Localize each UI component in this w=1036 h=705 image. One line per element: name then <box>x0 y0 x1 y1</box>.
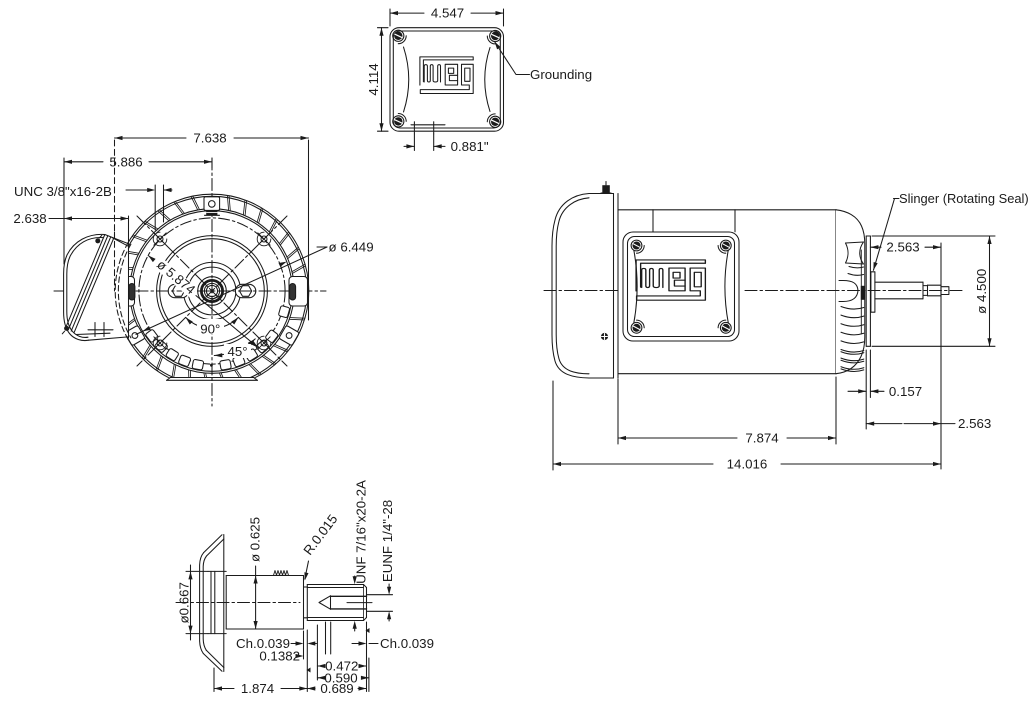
svg-text:0.157: 0.157 <box>889 384 922 399</box>
svg-text:UNF 7/16"x20-2A: UNF 7/16"x20-2A <box>354 480 369 584</box>
svg-text:ø 6.449: ø 6.449 <box>329 240 374 255</box>
svg-text:0.1382: 0.1382 <box>259 649 300 664</box>
svg-text:Ch.0.039: Ch.0.039 <box>380 636 434 651</box>
svg-text:45°: 45° <box>227 344 247 359</box>
svg-text:0.472: 0.472 <box>325 659 358 674</box>
svg-text:2.563: 2.563 <box>958 416 991 431</box>
svg-text:2.563: 2.563 <box>886 240 919 255</box>
svg-text:ø0.667: ø0.667 <box>176 582 191 623</box>
svg-text:0.590: 0.590 <box>324 670 357 685</box>
svg-text:Slinger (Rotating Seal): Slinger (Rotating Seal) <box>899 191 1029 206</box>
svg-text:UNC 3/8"x16-2B: UNC 3/8"x16-2B <box>14 184 112 199</box>
svg-text:4.547: 4.547 <box>431 6 464 21</box>
svg-text:0.881": 0.881" <box>451 139 489 154</box>
svg-text:1.874: 1.874 <box>241 681 274 696</box>
svg-text:ø 0.625: ø 0.625 <box>247 517 262 562</box>
svg-text:Ch.0.039: Ch.0.039 <box>236 636 290 651</box>
svg-text:0.689: 0.689 <box>320 681 353 696</box>
svg-text:4.114: 4.114 <box>366 63 381 95</box>
svg-text:ø 4.500: ø 4.500 <box>974 269 989 314</box>
svg-text:5.886: 5.886 <box>109 154 142 169</box>
svg-text:EUNF 1/4"-28: EUNF 1/4"-28 <box>380 500 395 582</box>
svg-text:90°: 90° <box>200 321 220 336</box>
svg-text:Grounding: Grounding <box>530 67 592 82</box>
svg-text:14.016: 14.016 <box>727 457 768 472</box>
svg-text:7.874: 7.874 <box>745 431 778 446</box>
svg-text:2.638: 2.638 <box>13 211 46 226</box>
svg-text:7.638: 7.638 <box>193 131 226 146</box>
